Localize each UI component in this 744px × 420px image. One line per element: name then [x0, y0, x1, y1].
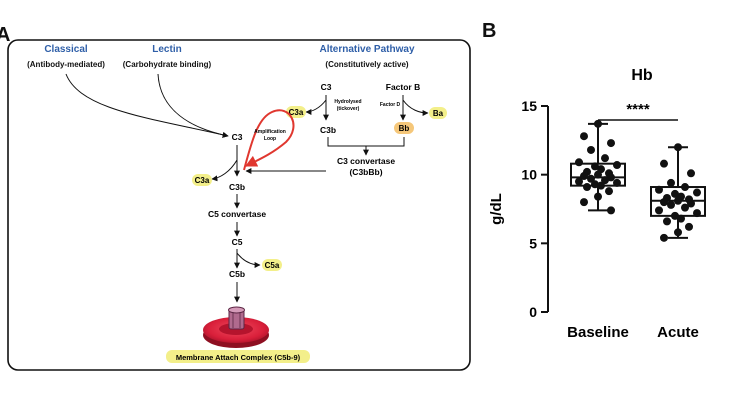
data-point: [693, 188, 701, 197]
data-point: [580, 172, 588, 181]
c5-label: C5: [232, 237, 243, 247]
data-point: [594, 119, 602, 128]
classical-subtitle: (Antibody-mediated): [27, 60, 105, 69]
data-point: [681, 203, 689, 212]
data-point: [601, 154, 609, 163]
data-point: [667, 178, 675, 187]
data-point: [575, 177, 583, 186]
c5b-label: C5b: [229, 269, 245, 279]
data-point: [677, 214, 685, 223]
panel-b-letter: B: [482, 20, 497, 42]
red-blood-cell-icon: [203, 317, 269, 348]
bb-label: Bb: [399, 124, 410, 133]
c3-convertase-label: C3 convertase: [337, 156, 395, 166]
data-point: [693, 209, 701, 218]
lectin-subtitle: (Carbohydrate binding): [123, 60, 212, 69]
data-point: [594, 192, 602, 201]
data-point: [685, 222, 693, 231]
data-point: [655, 206, 663, 215]
c3a-alt-label: C3a: [289, 108, 304, 117]
data-point: [660, 159, 668, 168]
bb-highlight: [394, 122, 414, 134]
amp-loop-label-1: Amplification: [254, 129, 286, 135]
data-point: [613, 161, 621, 170]
data-point: [660, 198, 668, 207]
c3-convertase-sub-label: (C3bBb): [349, 167, 382, 177]
hydrolysed-label-1: Hydrolysed: [334, 99, 361, 105]
data-point: [671, 189, 679, 198]
data-point: [601, 176, 609, 185]
y-tick-label: 0: [529, 304, 537, 320]
amp-loop-label-2: Loop: [264, 136, 276, 142]
data-point: [583, 183, 591, 192]
mac-pore-icon: [228, 306, 245, 330]
significance-label: ****: [626, 101, 650, 118]
data-point: [660, 233, 668, 242]
complement-pathway-diagram: Classical (Antibody-mediated) Lectin (Ca…: [7, 39, 471, 371]
c5a-label: C5a: [265, 261, 280, 270]
data-point: [671, 211, 679, 220]
factor-b-label: Factor B: [386, 82, 420, 92]
mac-label: Membrane Attach Complex (C5b-9): [176, 353, 301, 362]
ba-highlight: [429, 107, 447, 119]
data-point: [674, 196, 682, 205]
data-point: [607, 139, 615, 148]
y-tick-label: 15: [521, 98, 537, 114]
classical-title: Classical: [44, 44, 88, 55]
c5-convertase-label: C5 convertase: [208, 209, 266, 219]
y-tick-label: 10: [521, 167, 537, 183]
data-point: [587, 145, 595, 154]
data-point: [580, 198, 588, 207]
data-point: [613, 178, 621, 187]
factor-d-label: Factor D: [380, 102, 401, 108]
c3b-main-label: C3b: [229, 182, 245, 192]
data-point: [591, 180, 599, 189]
panel-a-letter: A: [0, 24, 11, 46]
data-point: [591, 162, 599, 171]
data-point: [674, 228, 682, 237]
x-category-label: Acute: [657, 324, 699, 341]
c5-to-c5a-arrow: [236, 252, 261, 268]
c5a-highlight: [262, 259, 282, 271]
alternative-title: Alternative Pathway: [319, 44, 414, 55]
alternative-subtitle: (Constitutively active): [325, 60, 408, 69]
amplification-loop-arrow: [243, 109, 295, 171]
mac-highlight: [166, 350, 310, 363]
lectin-title: Lectin: [152, 44, 181, 55]
data-point: [607, 173, 615, 182]
data-point: [687, 199, 695, 208]
c3-to-c3a-arrow: [305, 99, 327, 115]
data-point: [667, 200, 675, 209]
data-point: [575, 158, 583, 167]
y-axis-label: g/dL: [488, 193, 505, 225]
data-point: [607, 206, 615, 215]
data-point: [605, 187, 613, 196]
data-point: [594, 170, 602, 179]
data-point: [663, 217, 671, 226]
factorb-to-ba-arrow: [402, 99, 429, 116]
chart-title: Hb: [631, 67, 653, 84]
c3b-alt-label: C3b: [320, 125, 336, 135]
c3-to-c3a-main-arrow: [211, 159, 238, 182]
classical-arrow: [65, 73, 229, 138]
c3-alt-label: C3: [321, 82, 332, 92]
hydrolysed-label-2: (tickover): [337, 106, 360, 112]
c3a-main-label: C3a: [195, 176, 210, 185]
data-point: [687, 169, 695, 178]
data-point: [674, 143, 682, 152]
ba-label: Ba: [433, 109, 444, 118]
data-point: [587, 174, 595, 183]
data-point: [580, 132, 588, 141]
data-point: [597, 181, 605, 190]
c3-main-label: C3: [232, 132, 243, 142]
lectin-arrow: [157, 73, 229, 138]
data-point: [655, 185, 663, 194]
x-category-label: Baseline: [567, 324, 629, 341]
c3a-main-highlight: [192, 174, 212, 186]
data-point: [681, 183, 689, 192]
y-tick-label: 5: [529, 235, 537, 251]
